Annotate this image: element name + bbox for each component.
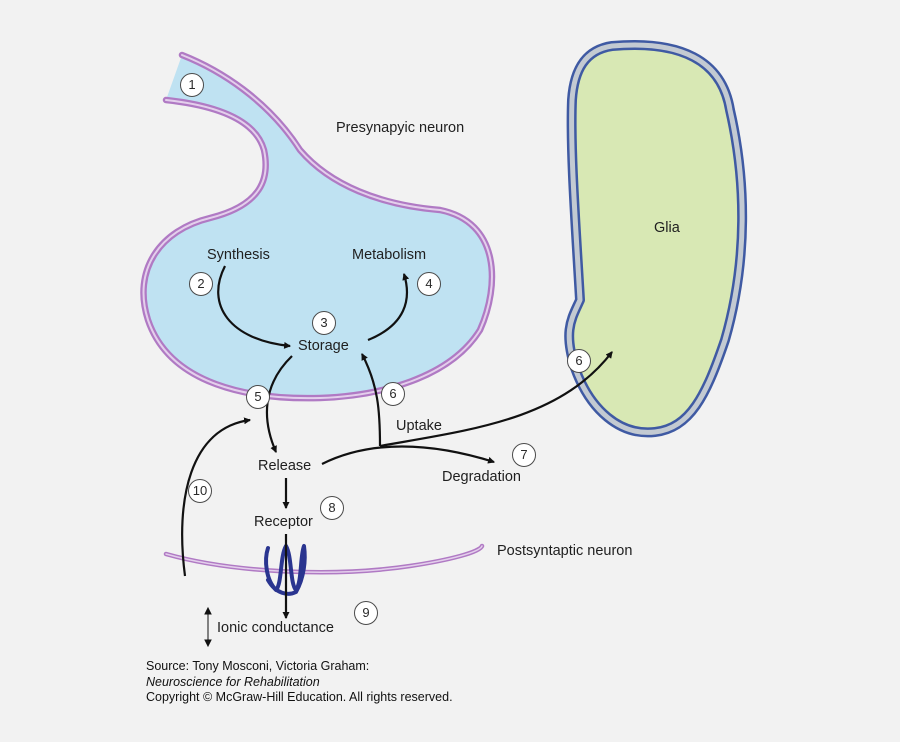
metabolism-label: Metabolism xyxy=(352,247,427,263)
step-badge-4: 4 xyxy=(417,272,441,296)
step-badge-6-glia: 6 xyxy=(567,349,591,373)
glia-membrane xyxy=(566,42,745,435)
receptor-protein xyxy=(264,544,307,596)
source-line-book-title: Neuroscience for Rehabilitation xyxy=(146,674,320,689)
ionic-conductance-label: Ionic conductance xyxy=(217,620,334,636)
postsynaptic-membrane-inner xyxy=(165,545,483,573)
arrow-release-to-degradation xyxy=(321,445,496,465)
arrow-uptake-to-glia xyxy=(379,351,613,448)
step-badge-6-terminal: 6 xyxy=(381,382,405,406)
postsynaptic-membrane xyxy=(163,543,485,575)
step-badge-1: 1 xyxy=(180,73,204,97)
source-credit: Source: Tony Mosconi, Victoria Graham: N… xyxy=(146,659,453,706)
presynaptic-neuron-body xyxy=(143,55,492,399)
up-down-arrow-icon xyxy=(204,606,212,648)
step-badge-10: 10 xyxy=(188,479,212,503)
step-badge-3: 3 xyxy=(312,311,336,335)
step-badge-2: 2 xyxy=(189,272,213,296)
presynaptic-membrane-inner xyxy=(142,54,493,400)
pathway-arrows xyxy=(181,265,613,620)
arrow-storage-to-metabolism xyxy=(367,272,410,342)
source-line-authors: Source: Tony Mosconi, Victoria Graham: xyxy=(146,659,370,673)
arrow-synthesis-to-storage xyxy=(217,265,292,349)
arrow-feedback-to-terminal xyxy=(181,417,252,577)
postsynaptic-neuron-label: Postsyntaptic neuron xyxy=(497,543,633,559)
storage-label: Storage xyxy=(298,338,349,354)
source-line-copyright: Copyright © McGraw-Hill Education. All r… xyxy=(146,690,453,704)
presynaptic-neuron-label: Presynapyic neuron xyxy=(336,120,465,136)
synthesis-label: Synthesis xyxy=(207,247,270,263)
glia-label: Glia xyxy=(654,220,680,236)
glia-cell xyxy=(564,40,748,438)
release-label: Release xyxy=(258,458,312,474)
receptor-label: Receptor xyxy=(254,514,313,530)
arrow-reuptake-to-storage xyxy=(361,353,382,447)
step-badge-8: 8 xyxy=(320,496,344,520)
step-badge-7: 7 xyxy=(512,443,536,467)
uptake-label: Uptake xyxy=(396,418,442,434)
step-badge-5: 5 xyxy=(246,385,270,409)
step-badge-9: 9 xyxy=(354,601,378,625)
degradation-label: Degradation xyxy=(442,469,521,485)
